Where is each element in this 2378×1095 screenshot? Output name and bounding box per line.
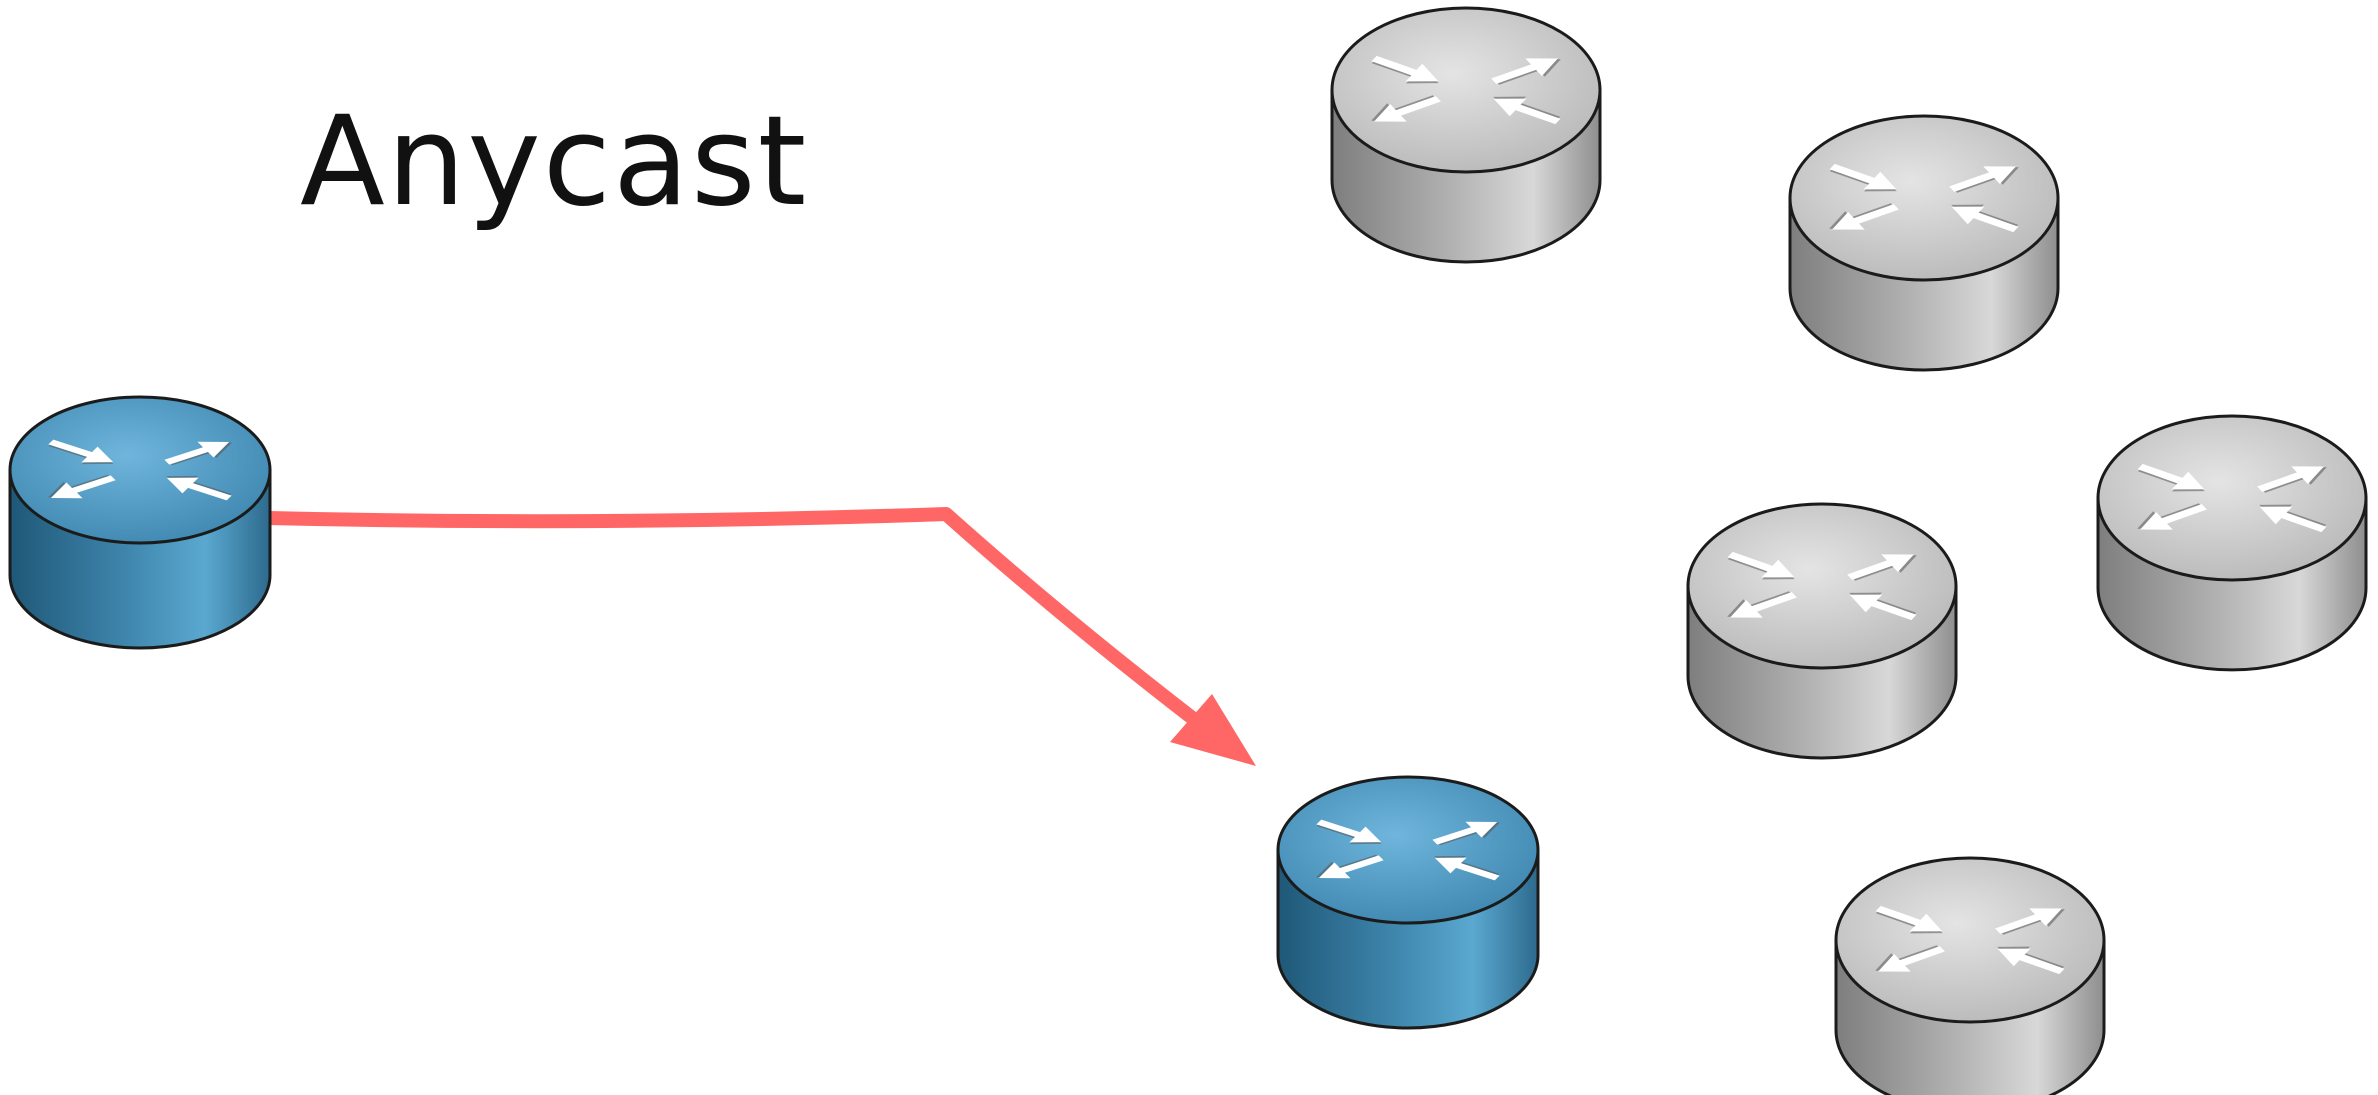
router-arrows-icon bbox=[1829, 163, 2019, 233]
router-arrows-icon bbox=[1316, 819, 1500, 881]
router-arrows-icon bbox=[1875, 905, 2065, 975]
anycast-path bbox=[261, 507, 1256, 766]
router-arrows-icon bbox=[1371, 55, 1561, 125]
router-router-3 bbox=[1330, 6, 1602, 264]
router-arrows-icon bbox=[1727, 551, 1917, 621]
router-router-7 bbox=[1834, 856, 2106, 1095]
router-active-source bbox=[8, 395, 272, 650]
diagram-title: Anycast bbox=[300, 90, 809, 234]
router-arrows-icon bbox=[2137, 463, 2327, 533]
router-router-4 bbox=[1788, 114, 2060, 372]
arrowhead-icon bbox=[1170, 694, 1256, 766]
router-active-anycast-destination bbox=[1276, 775, 1540, 1030]
router-router-6 bbox=[1686, 502, 1958, 760]
router-router-5 bbox=[2096, 414, 2368, 672]
router-arrows-icon bbox=[48, 439, 232, 501]
